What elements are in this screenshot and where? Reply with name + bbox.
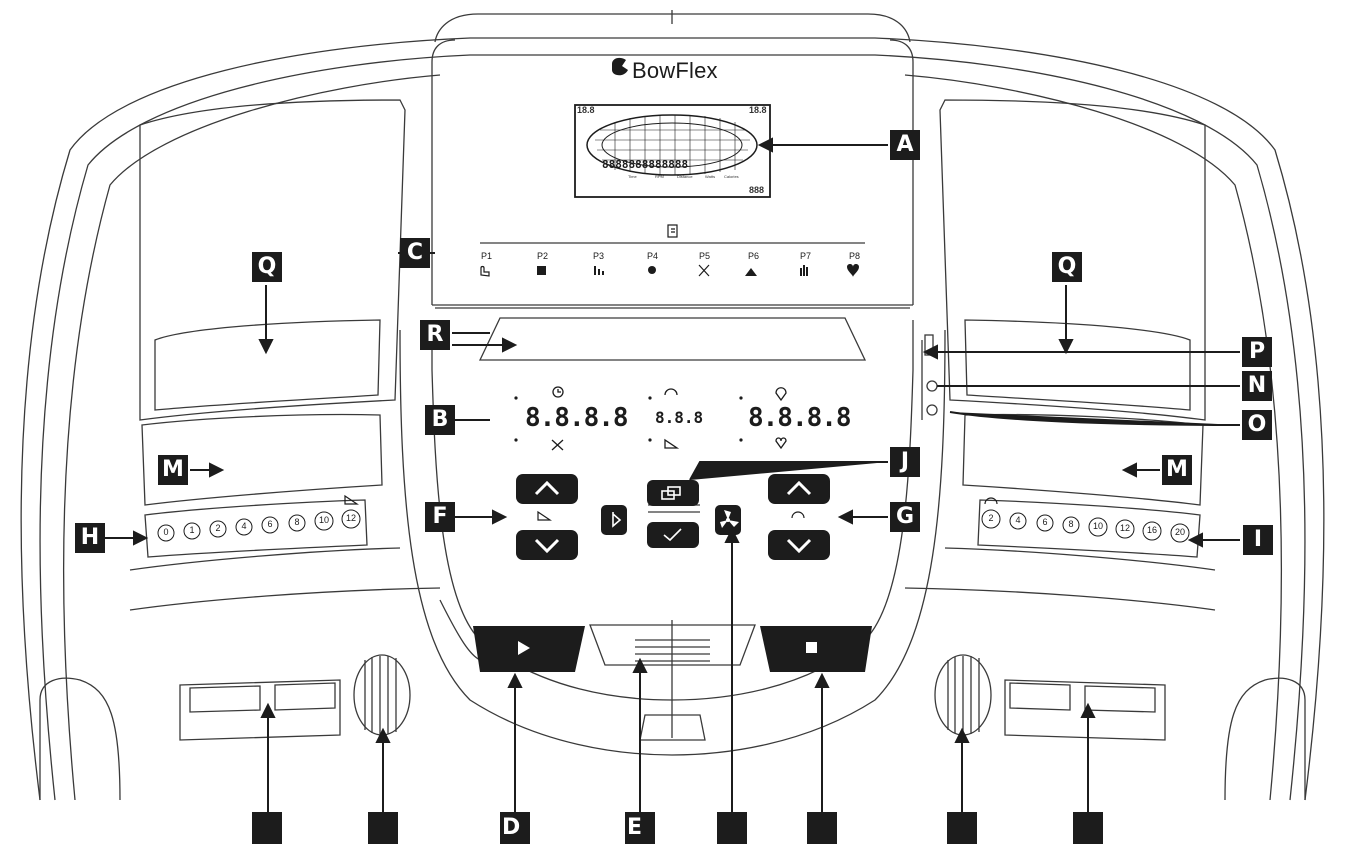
- program-p6[interactable]: P6: [748, 251, 760, 261]
- bottom-callout-1: [252, 812, 282, 844]
- lcd-corner-right: 18.8: [749, 105, 767, 115]
- callout-h: H: [75, 523, 105, 553]
- callout-m-left: M: [158, 455, 188, 485]
- callout-m-right: M: [1162, 455, 1192, 485]
- lcd-corner-left: 18.8: [577, 105, 595, 115]
- speed-key-4[interactable]: 4: [1015, 515, 1021, 525]
- callout-f: F: [425, 502, 455, 532]
- speed-key-6[interactable]: 6: [1042, 517, 1048, 527]
- incline-key-6[interactable]: 6: [267, 519, 273, 529]
- incline-key-0[interactable]: 0: [163, 527, 169, 537]
- incline-key-12[interactable]: 12: [345, 513, 356, 523]
- program-p1[interactable]: P1: [481, 251, 493, 261]
- callout-i: I: [1243, 525, 1273, 555]
- callout-q-right: Q: [1052, 252, 1082, 282]
- callout-n: N: [1242, 371, 1272, 401]
- program-p2[interactable]: P2: [537, 251, 549, 261]
- speed-key-20[interactable]: 20: [1174, 527, 1185, 537]
- lcd-label-watts: Watts: [705, 174, 716, 179]
- speed-key-8[interactable]: 8: [1068, 519, 1074, 529]
- bottom-callout-5: [717, 812, 747, 844]
- program-p4[interactable]: P4: [647, 251, 659, 261]
- program-p8[interactable]: P8: [849, 251, 861, 261]
- bottom-callout-6: [807, 812, 837, 844]
- lcd-label-distance: Distance: [677, 174, 693, 179]
- callout-a: A: [890, 130, 920, 160]
- center-display: 8.8.8: [655, 408, 704, 427]
- callout-d: D: [500, 812, 530, 844]
- incline-key-8[interactable]: 8: [294, 517, 300, 527]
- lcd-label-rpm: RPM: [655, 174, 664, 179]
- speed-key-10[interactable]: 10: [1092, 521, 1103, 531]
- right-display: 8.8.8.8: [748, 403, 852, 433]
- speed-key-12[interactable]: 12: [1119, 523, 1130, 533]
- callout-j: J: [890, 447, 920, 477]
- incline-key-10[interactable]: 10: [318, 515, 329, 525]
- lcd-label-time: Time: [628, 174, 637, 179]
- speed-key-2[interactable]: 2: [988, 513, 994, 523]
- brand-logo: BowFlex: [632, 58, 718, 83]
- lcd-bottom-right: 888: [749, 185, 765, 195]
- callout-p: P: [1242, 337, 1272, 367]
- incline-key-2[interactable]: 2: [215, 523, 221, 533]
- callout-g: G: [890, 502, 920, 532]
- callout-b: B: [425, 405, 455, 435]
- bottom-callout-8: [1073, 812, 1103, 844]
- bottom-callout-2: [368, 812, 398, 844]
- callout-o: O: [1242, 410, 1272, 440]
- program-p5[interactable]: P5: [699, 251, 711, 261]
- callout-c: C: [400, 238, 430, 268]
- incline-key-1[interactable]: 1: [189, 525, 195, 535]
- bottom-callout-7: [947, 812, 977, 844]
- incline-key-4[interactable]: 4: [241, 521, 247, 531]
- program-p3[interactable]: P3: [593, 251, 605, 261]
- lcd-label-calories: Calories: [724, 174, 739, 179]
- program-p7[interactable]: P7: [800, 251, 812, 261]
- lcd-segment-row: 8888888888888: [602, 158, 689, 171]
- callout-q-left: Q: [252, 252, 282, 282]
- left-display: 8.8.8.8: [525, 403, 629, 433]
- callout-e: E: [625, 812, 655, 844]
- callout-r: R: [420, 320, 450, 350]
- speed-key-16[interactable]: 16: [1146, 525, 1157, 535]
